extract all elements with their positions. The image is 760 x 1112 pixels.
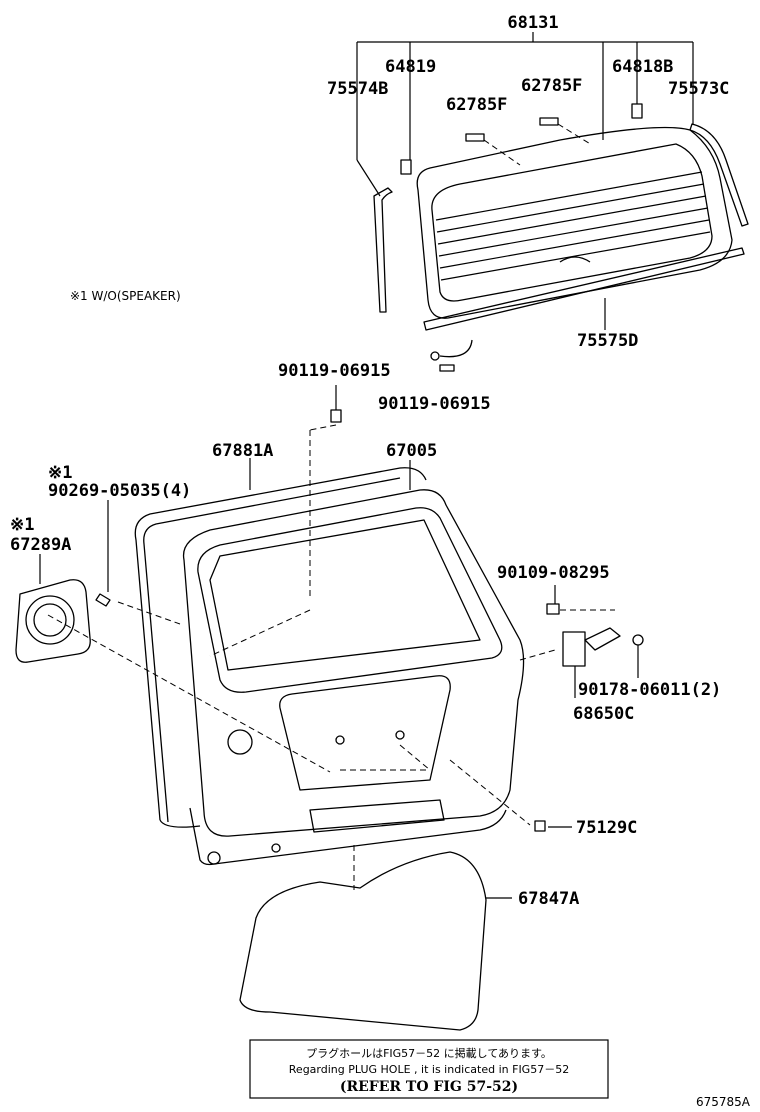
trim-board-67847A	[239, 851, 512, 1031]
screw-90269	[95, 500, 111, 607]
back-door-panel	[182, 489, 525, 866]
molding-75574B	[373, 187, 393, 313]
weatherstrip-67881A	[134, 458, 427, 828]
label-90119-lower: 90119-06915	[378, 394, 491, 414]
leader-68131	[356, 32, 694, 140]
label-90178: 90178-06011(2)	[578, 680, 721, 700]
notice-refer: (REFER TO FIG 57-52)	[340, 1079, 518, 1095]
nut-90178	[632, 634, 644, 678]
molding-75575D	[423, 247, 745, 331]
label-75574B: 75574B	[327, 79, 388, 99]
back-window-glass	[416, 126, 733, 319]
label-67847A: 67847A	[518, 889, 579, 909]
spacer-62785F-a	[465, 133, 521, 166]
notice-line-en: Regarding PLUG HOLE , it is indicated in…	[289, 1063, 569, 1076]
clip-64818B	[631, 62, 643, 119]
figure-id: 675785A	[696, 1095, 751, 1109]
molding-75573C	[689, 123, 749, 227]
label-62785F-a: 62785F	[446, 95, 507, 115]
label-75575D: 75575D	[577, 331, 638, 351]
label-64818B: 64818B	[612, 57, 673, 77]
label-75129C: 75129C	[576, 818, 637, 838]
label-67005: 67005	[386, 441, 437, 461]
screw-90109	[546, 585, 560, 615]
label-64819: 64819	[385, 57, 436, 77]
notice-line-jp: プラグホールはFIG57－52 に掲載してあります。	[306, 1046, 552, 1060]
label-62785F-b: 62785F	[521, 76, 582, 96]
hole-cover-67289A	[15, 554, 91, 663]
defogger-wire	[430, 339, 473, 372]
clip-64819	[400, 62, 412, 175]
mark-1-a: ※1	[48, 463, 72, 483]
screw-90119-upper	[330, 385, 342, 423]
label-68650C: 68650C	[573, 704, 634, 724]
plug-75129C	[534, 820, 572, 832]
label-90119-upper: 90119-06915	[278, 361, 391, 381]
mark-1-b: ※1	[10, 515, 34, 535]
label-67881A: 67881A	[212, 441, 273, 461]
spacer-62785F-b	[539, 117, 593, 146]
label-75573C: 75573C	[668, 79, 729, 99]
notice-box: プラグホールはFIG57－52 に掲載してあります。 Regarding PLU…	[249, 1039, 609, 1099]
label-68131: 68131	[507, 13, 558, 33]
label-90269: 90269-05035(4)	[48, 481, 191, 501]
note-speaker: ※1 W/O(SPEAKER)	[70, 289, 181, 303]
label-67289A: 67289A	[10, 535, 71, 555]
label-90109: 90109-08295	[497, 563, 610, 583]
handle-68650C	[562, 627, 621, 698]
